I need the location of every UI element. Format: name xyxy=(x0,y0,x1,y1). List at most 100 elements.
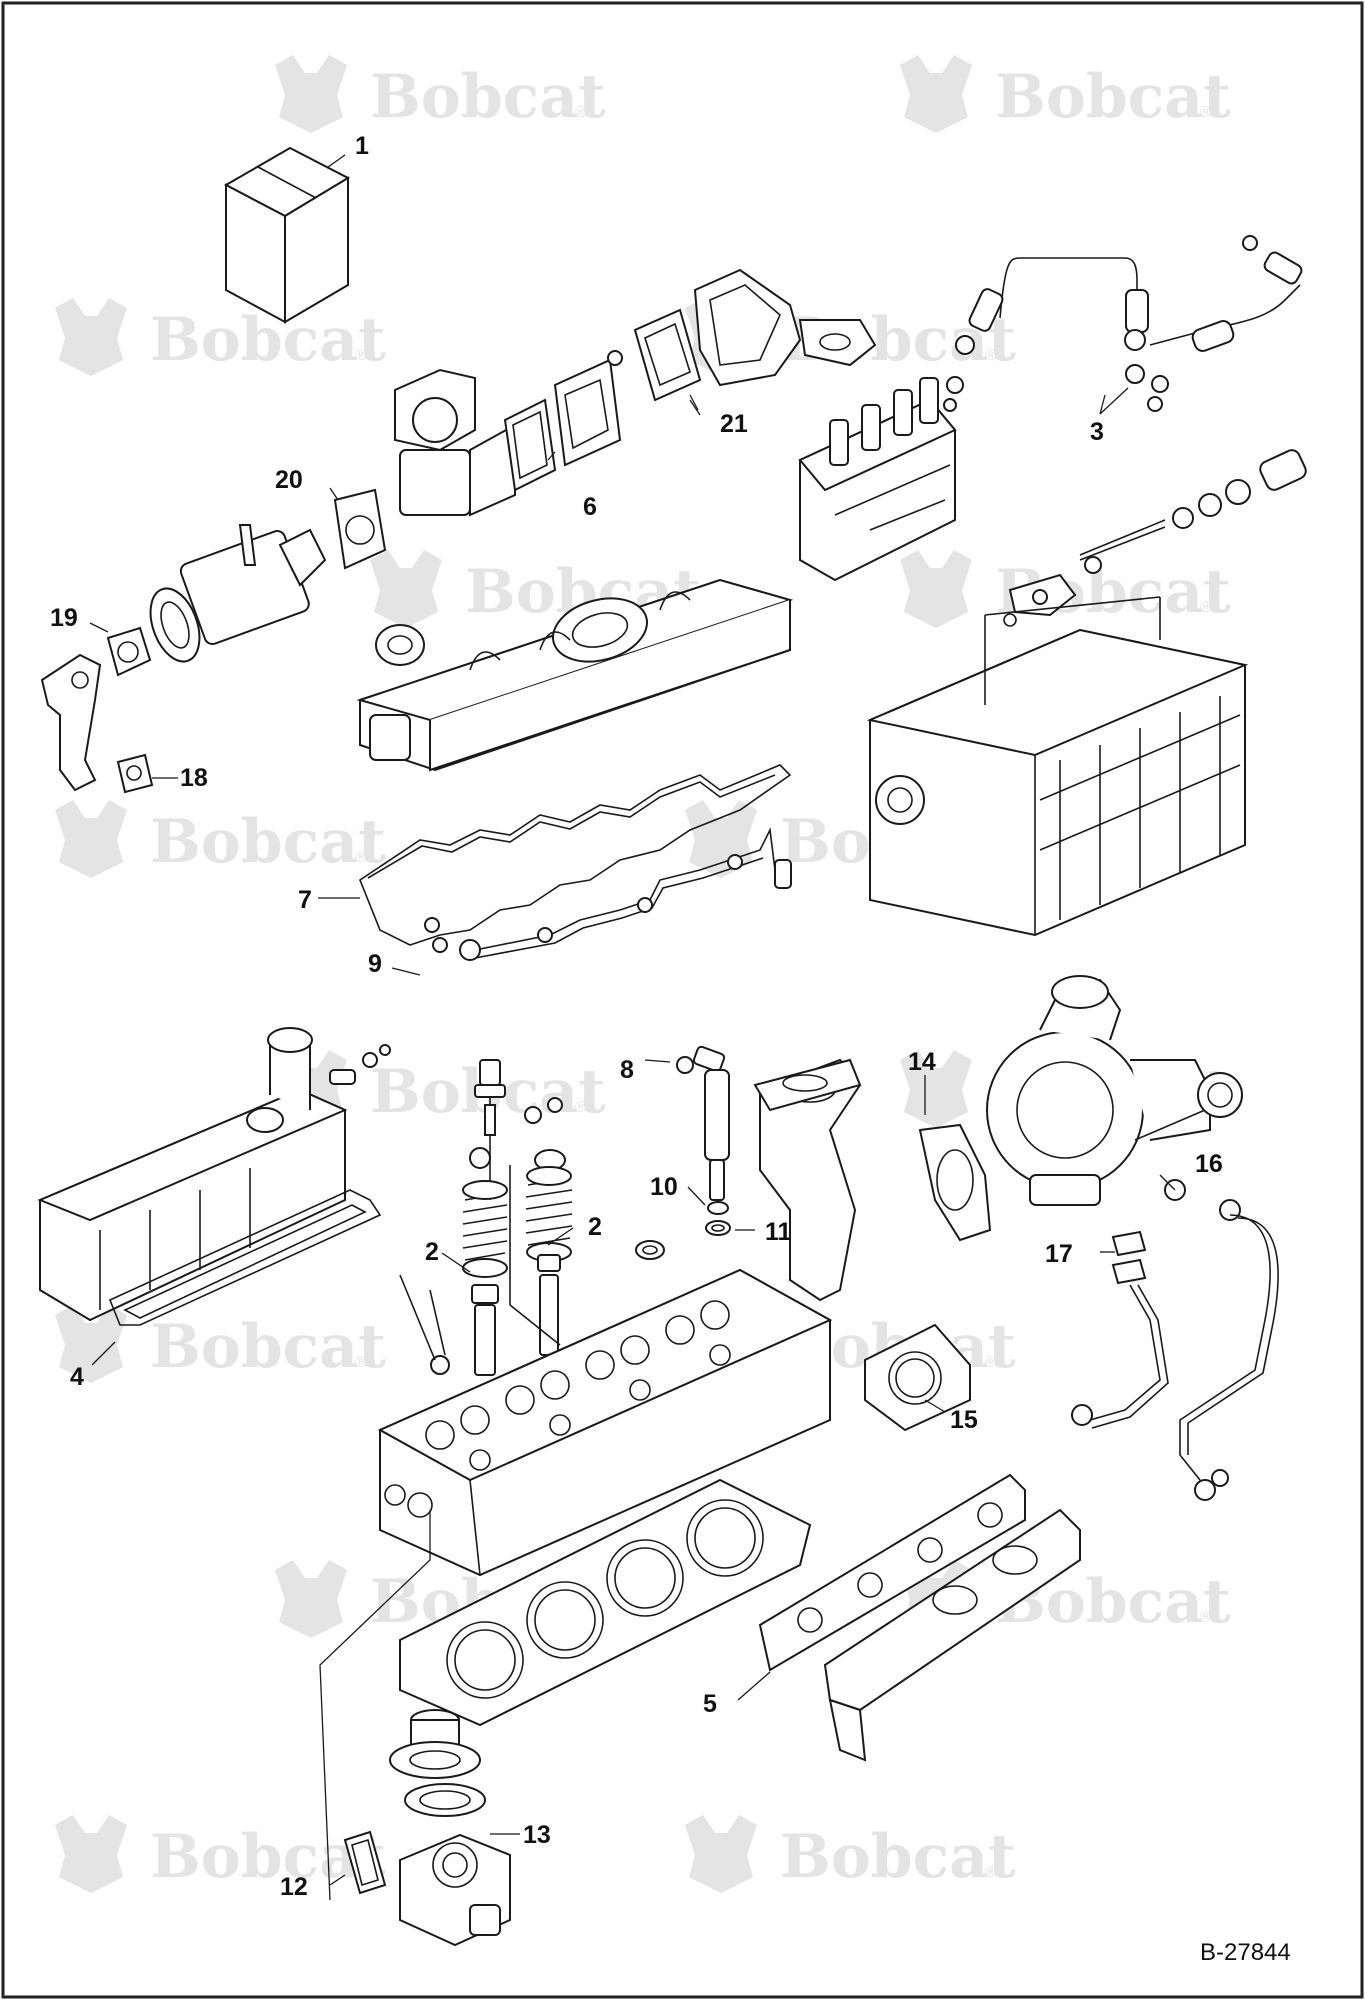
egr-cooler xyxy=(149,524,327,663)
bobcat-logo-icon xyxy=(900,550,972,628)
bobcat-watermark: Bobcat® xyxy=(685,1815,1016,1893)
exhaust-manifold-gasket xyxy=(758,1473,1026,1672)
callout-9: 9 xyxy=(368,950,382,978)
egr-gasket-21 xyxy=(633,308,702,402)
document-id: B-27844 xyxy=(1200,1939,1291,1966)
turbo-oil-return-line xyxy=(1071,1230,1169,1429)
leader-lines xyxy=(89,154,1176,1886)
callout-11: 11 xyxy=(765,1218,792,1246)
callout-2-right: 2 xyxy=(588,1213,602,1241)
bobcat-logo-icon xyxy=(900,55,972,133)
callout-1: 1 xyxy=(355,132,369,160)
watermark-registered-mark: ® xyxy=(1200,104,1212,121)
watermark-registered-mark: ® xyxy=(985,1354,997,1371)
valve-cover-gasket xyxy=(359,764,792,946)
callout-10: 10 xyxy=(650,1173,678,1201)
bobcat-logo-icon xyxy=(900,1050,972,1128)
callout-19: 19 xyxy=(50,604,78,632)
callout-6: 6 xyxy=(583,493,597,521)
watermark-registered-mark: ® xyxy=(1200,1609,1212,1626)
fuel-injector xyxy=(676,1045,731,1236)
egr-pipe xyxy=(40,653,102,792)
injector-seal xyxy=(635,1240,665,1260)
callout-21: 21 xyxy=(720,410,748,438)
callout-5: 5 xyxy=(703,1690,717,1718)
callout-16: 16 xyxy=(1195,1150,1223,1178)
thermostat-gasket xyxy=(404,1783,486,1817)
bobcat-logo-icon xyxy=(55,1815,127,1893)
callout-7: 7 xyxy=(298,886,312,914)
egr-elbow xyxy=(693,268,877,387)
watermark-text: Bobcat xyxy=(370,62,606,132)
bobcat-logo-icon xyxy=(685,1815,757,1893)
egr-gasket-18 xyxy=(116,753,154,794)
bobcat-watermark: Bobcat® xyxy=(55,800,386,878)
watermark-registered-mark: ® xyxy=(1200,599,1212,616)
turbo-oil-feed-line xyxy=(1164,1179,1279,1501)
callout-18: 18 xyxy=(180,764,208,792)
valve-springs-and-stems xyxy=(399,1059,573,1376)
bobcat-logo-icon xyxy=(55,800,127,878)
callout-20: 20 xyxy=(275,466,303,494)
fuel-leak-off-line xyxy=(943,235,1303,412)
callout-14: 14 xyxy=(908,1048,936,1076)
overflow-valve-parts xyxy=(1003,449,1307,627)
watermark-registered-mark: ® xyxy=(985,1864,997,1881)
water-pump-locator-line xyxy=(319,1510,431,1901)
bobcat-watermark: Bobcat® xyxy=(275,55,606,133)
watermark-registered-mark: ® xyxy=(355,347,367,364)
gasket-kit-box xyxy=(223,146,351,324)
turbo-flange-gasket xyxy=(753,1058,862,1112)
thermostat-housing xyxy=(389,1709,481,1779)
bobcat-logo-icon xyxy=(370,550,442,628)
callout-4: 4 xyxy=(70,1363,84,1391)
turbocharger xyxy=(986,975,1243,1206)
callout-13: 13 xyxy=(523,1821,551,1849)
watermark-registered-mark: ® xyxy=(985,347,997,364)
turbo-exhaust-gasket xyxy=(864,1323,971,1432)
bobcat-watermark: Bobcat® xyxy=(55,1815,386,1893)
watermark-registered-mark: ® xyxy=(575,1099,587,1116)
callout-labels: 1 2 2 3 4 5 6 7 8 9 10 11 12 13 14 15 16… xyxy=(50,132,1223,1901)
water-pump xyxy=(399,1833,511,1947)
egr-gasket-20 xyxy=(333,488,387,570)
bobcat-watermark: Bobcat® xyxy=(55,298,386,376)
engine-block xyxy=(866,596,1249,937)
egr-valve xyxy=(394,368,516,517)
watermark-registered-mark: ® xyxy=(355,1354,367,1371)
injection-pump xyxy=(798,377,957,582)
bobcat-logo-icon xyxy=(55,1305,127,1383)
watermark-registered-mark: ® xyxy=(355,849,367,866)
watermark-text: Bobcat xyxy=(150,305,386,375)
exhaust-manifold xyxy=(823,1508,1081,1762)
watermark-text: Bobcat xyxy=(780,1822,1016,1892)
bobcat-watermark: Bobcat® xyxy=(900,55,1231,133)
bobcat-logo-icon xyxy=(275,55,347,133)
egr-gasket-19 xyxy=(106,626,152,677)
bobcat-logo-icon xyxy=(685,800,757,878)
intake-manifold xyxy=(37,1027,391,1326)
callout-15: 15 xyxy=(950,1406,978,1434)
egr-plate xyxy=(553,350,623,467)
egr-gasket-6 xyxy=(503,398,557,492)
watermark-text: Bobcat xyxy=(995,62,1231,132)
watermark-registered-mark: ® xyxy=(575,104,587,121)
watermark-text: Bobcat xyxy=(150,807,386,877)
bobcat-logo-icon xyxy=(55,298,127,376)
water-pump-gasket xyxy=(343,1830,387,1895)
watermark-text: Bobcat xyxy=(150,1822,386,1892)
callout-2-left: 2 xyxy=(425,1238,439,1266)
callout-17: 17 xyxy=(1045,1240,1073,1268)
watermark-text: Bobcat xyxy=(150,1312,386,1382)
valve-cover xyxy=(356,578,794,772)
leak-off-fuel-hose xyxy=(424,827,792,961)
turbo-gasket-14 xyxy=(918,1123,992,1242)
bobcat-logo-icon xyxy=(275,1560,347,1638)
callout-8: 8 xyxy=(620,1056,634,1084)
bobcat-watermark: Bobcat® xyxy=(55,1305,386,1383)
callout-3: 3 xyxy=(1090,418,1104,446)
cylinder-head xyxy=(377,1268,833,1577)
cylinder-head-gasket xyxy=(399,1478,812,1727)
